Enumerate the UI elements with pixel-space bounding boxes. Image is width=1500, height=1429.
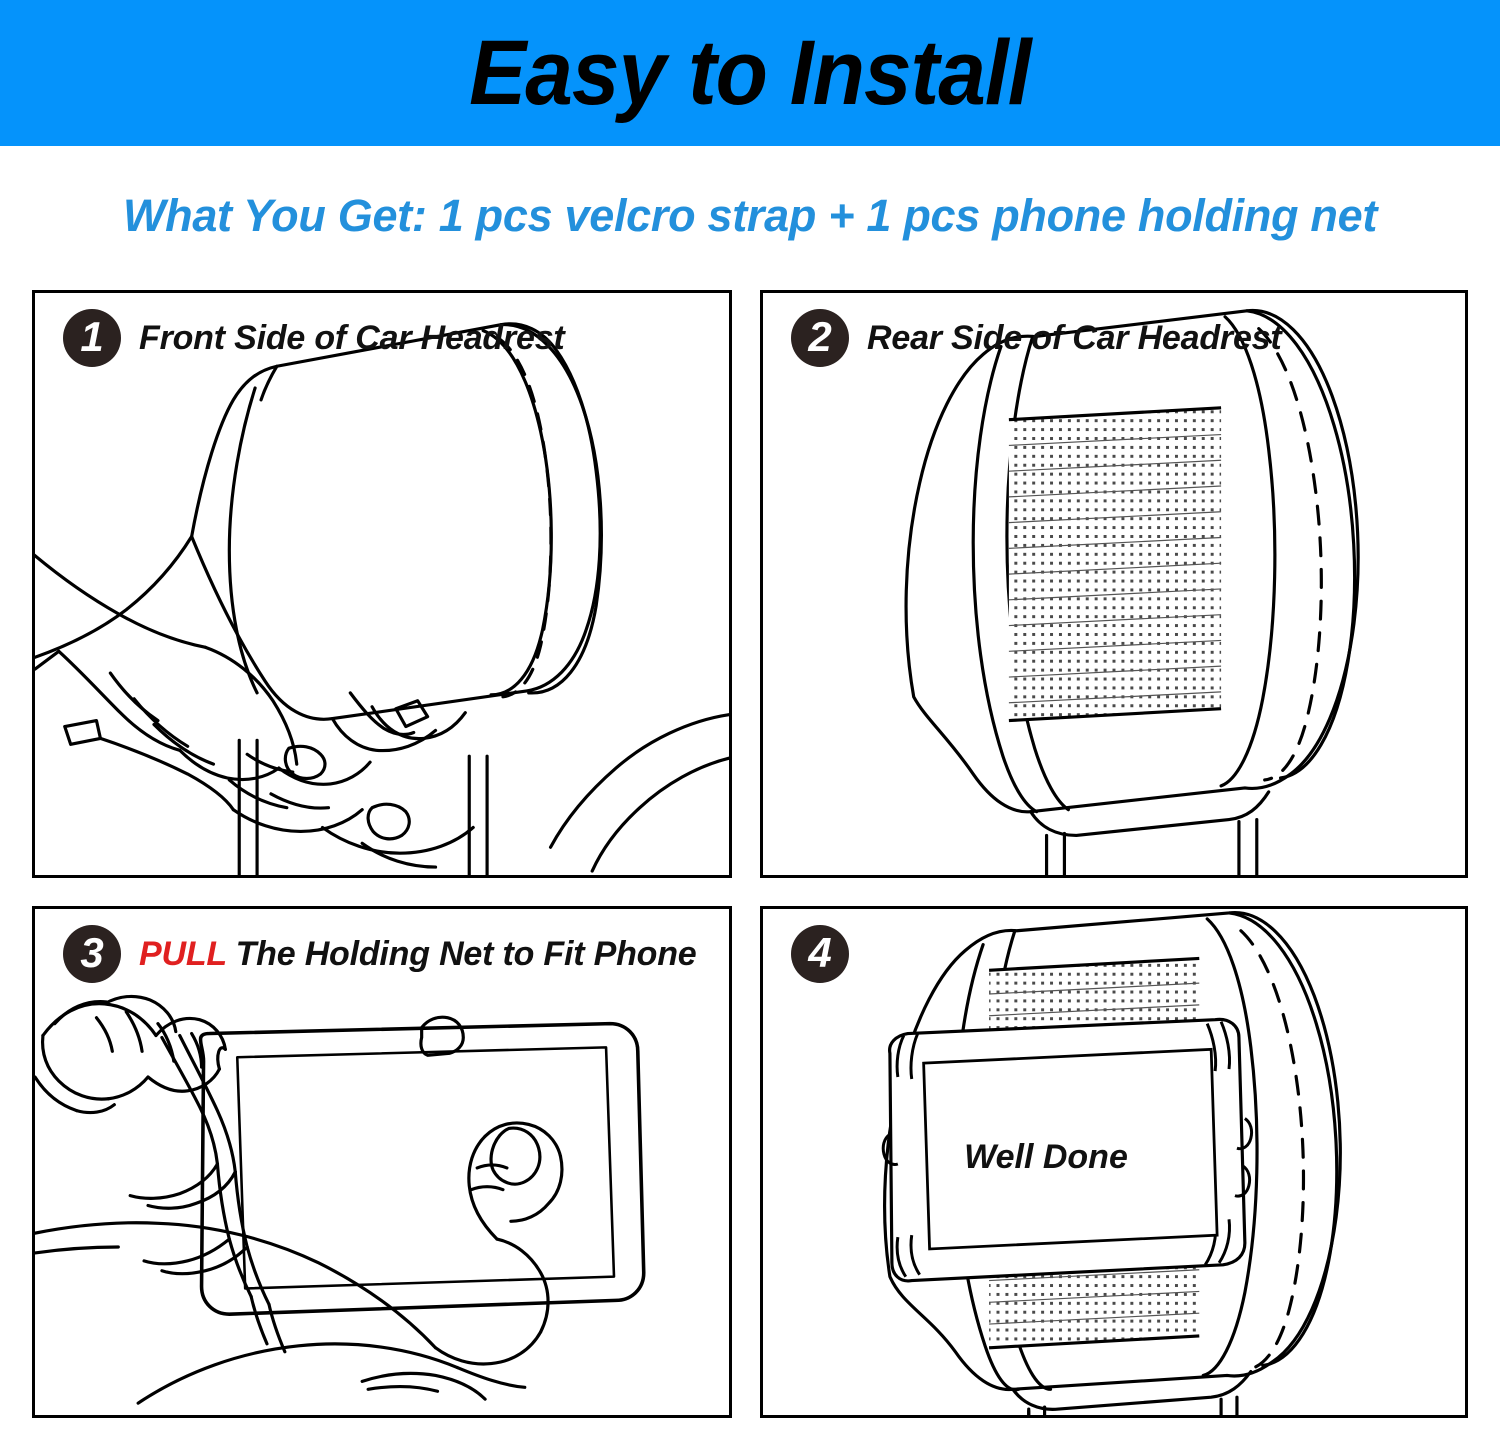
instruction-panel-grid: 1 Front Side of Car Headrest [32,290,1468,1418]
page-title: Easy to Install [469,22,1031,124]
what-you-get-subtitle: What You Get: 1 pcs velcro strap + 1 pcs… [122,190,1378,241]
instruction-panel-2: 2 Rear Side of Car Headrest [760,290,1468,878]
header-banner: Easy to Install [0,0,1500,146]
instruction-panel-3: 3 PULL The Holding Net to Fit Phone [32,906,732,1418]
instruction-panel-1: 1 Front Side of Car Headrest [32,290,732,878]
panel-4-illustration [763,909,1465,1415]
instruction-panel-4: Well Done 4 [760,906,1468,1418]
panel-1-illustration [35,293,729,875]
panel-3-illustration [35,909,729,1415]
panel-2-illustration [763,293,1465,875]
